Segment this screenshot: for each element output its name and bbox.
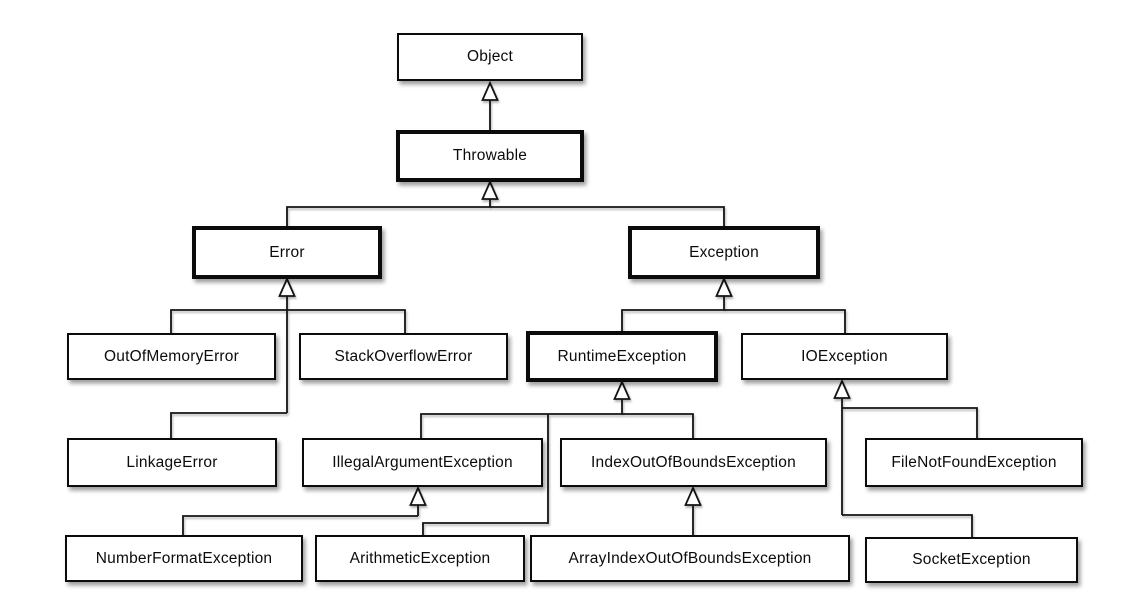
class-label-error: Error [269,243,305,261]
edge-throwable-to-object [481,80,499,132]
class-box-ioexception: IOException [741,333,948,380]
class-label-socketexception: SocketException [912,551,1031,568]
class-label-stackoverflowerror: StackOverflowError [334,347,473,365]
class-label-throwable: Throwable [452,147,528,164]
class-label-runtimeexception: RuntimeException [557,347,687,365]
class-box-numberformatexception: NumberFormatException [65,535,303,582]
class-box-exception: Exception [628,226,820,279]
class-box-arrayindexoutofboundsexception: ArrayIndexOutOfBoundsException [530,535,850,582]
class-box-runtimeexception: RuntimeException [526,331,718,382]
class-box-indexoutofboundsexception: IndexOutOfBoundsException [560,438,827,487]
class-box-illegalargumentexception: IllegalArgumentException [302,438,543,487]
edge-ioexception-to-children [833,378,978,538]
class-label-filenotfoundexception: FileNotFoundException [891,453,1057,471]
class-box-error: Error [192,226,382,279]
class-box-socketexception: SocketException [865,537,1078,583]
class-box-throwable: Throwable [396,130,584,182]
class-label-ioexception: IOException [801,347,888,365]
class-label-indexoutofboundsexception: IndexOutOfBoundsException [591,453,796,471]
class-box-arithmeticexception: ArithmeticException [315,535,525,582]
edge-illegalargumentexception-to-numberformatexception [182,485,427,536]
class-label-illegalargumentexception: IllegalArgumentException [332,453,513,471]
class-label-exception: Exception [689,243,759,261]
class-label-arrayindexoutofboundsexception: ArrayIndexOutOfBoundsException [568,549,812,567]
class-box-outofmemoryerror: OutOfMemoryError [67,333,276,380]
edge-runtimeexception-to-children [420,379,694,536]
edge-exception-to-children [621,276,846,334]
class-box-stackoverflowerror: StackOverflowError [299,333,508,380]
class-box-object: Object [397,33,583,81]
edge-throwable-to-error-and-exception [286,179,725,229]
class-label-linkageerror: LinkageError [126,453,218,471]
class-label-numberformatexception: NumberFormatException [95,549,273,567]
class-box-linkageerror: LinkageError [67,438,277,487]
edge-error-to-children [170,276,406,439]
class-label-object: Object [467,48,513,65]
class-label-outofmemoryerror: OutOfMemoryError [104,347,239,365]
class-box-filenotfoundexception: FileNotFoundException [865,438,1083,487]
edge-indexoutofboundsexception-to-arrayindexoutofboundsexception [684,485,702,536]
class-label-arithmeticexception: ArithmeticException [349,549,491,567]
